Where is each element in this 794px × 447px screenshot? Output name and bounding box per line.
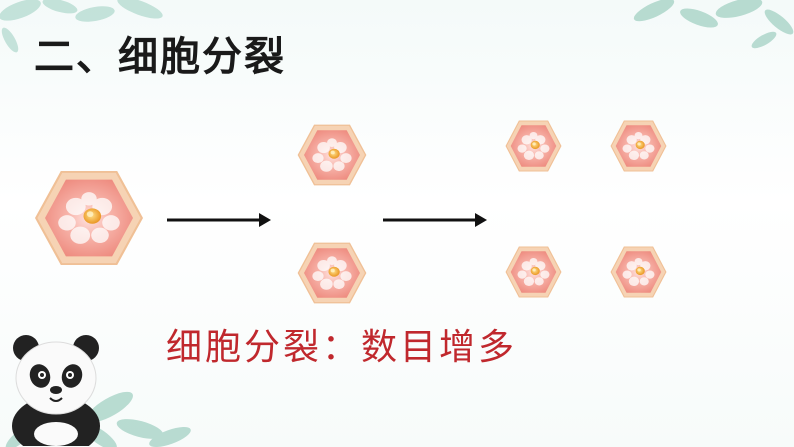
- leaf-decoration-top-right-icon: [633, 0, 794, 49]
- daughter-cell-icon: [297, 242, 367, 304]
- granddaughter-cell-icon: [610, 120, 667, 172]
- parent-cell-icon: [35, 170, 143, 266]
- arrow-right-icon: [383, 213, 487, 227]
- granddaughter-cell-icon: [505, 246, 562, 298]
- daughter-cell-icon: [297, 124, 367, 186]
- granddaughter-cell-icon: [610, 246, 667, 298]
- caption-text: 细胞分裂：数目增多: [166, 327, 518, 368]
- arrow-right-icon: [167, 213, 271, 227]
- leaf-decoration-top-left-icon: [0, 0, 163, 53]
- granddaughter-cell-icon: [505, 120, 562, 172]
- panda-mascot-icon: [12, 335, 100, 446]
- slide-title: 二、细胞分裂: [34, 34, 286, 80]
